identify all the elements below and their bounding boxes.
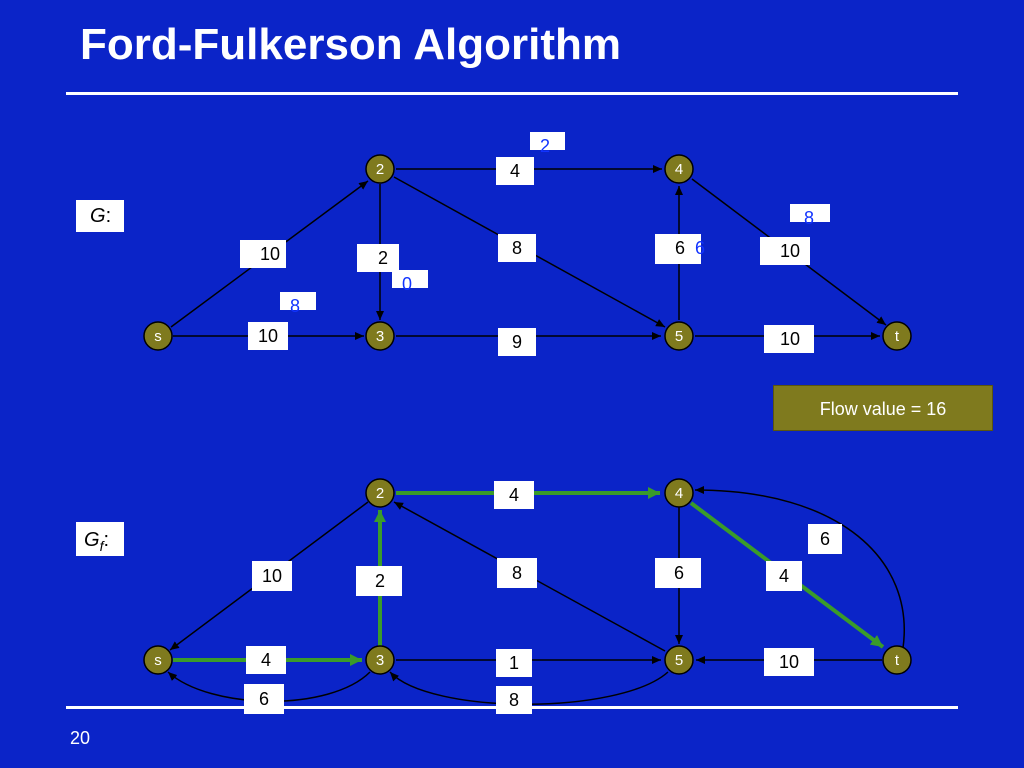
flow-value-box: Flow value = 16 [773,385,993,431]
node-s: s [143,321,173,351]
flow-annotation-4-t: 8 [790,204,830,228]
edge-label-2-5: 8 [498,234,536,262]
node-4: 4 [664,154,694,184]
edge-label-3-5: 9 [498,328,536,356]
node-s: s [143,645,173,675]
svg-text:8: 8 [804,208,814,228]
residual-label-3-5: 1 [496,649,532,677]
residual-label-4-t: 4 [766,561,802,591]
residual-label-4-5: 6 [655,558,701,588]
svg-text:t: t [895,328,900,345]
svg-text:4: 4 [510,161,520,181]
residual-label-3-2: 2 [356,566,402,596]
svg-text:8: 8 [512,238,522,258]
svg-text:s: s [154,652,162,669]
graph-g: G: 10 10 2 4 8 [76,132,912,356]
edge-label-2-3: 2 [357,244,399,272]
graph-gf-label-box [76,522,124,556]
svg-text:10: 10 [780,329,800,349]
flow-annotation-5-4: 6 [695,238,705,258]
svg-text:s: s [154,328,162,345]
graph-g-name: G: [90,205,111,227]
node-4: 4 [664,478,694,508]
node-2: 2 [365,478,395,508]
residual-label-5-3: 8 [496,686,532,714]
svg-text:6: 6 [820,529,830,549]
graph-g-label-box [76,200,124,232]
flow-annotation-s-3: 8 [280,292,316,316]
svg-text:6: 6 [675,238,685,258]
svg-text:5: 5 [675,328,683,345]
residual-label-t-5: 10 [764,648,814,676]
residual-label-3-s: 6 [244,684,284,714]
residual-label-5-2: 8 [497,558,537,588]
graph-gf-name: Gf: [84,529,109,554]
svg-text:10: 10 [262,566,282,586]
svg-text:10: 10 [780,241,800,261]
node-5: 5 [664,645,694,675]
edge-label-2-4: 4 [496,157,534,185]
residual-label-2-4: 4 [494,481,534,509]
residual-label-2-s: 10 [252,561,292,591]
edge-t-4 [694,486,905,649]
svg-text:2: 2 [376,161,384,178]
svg-text:2: 2 [376,485,384,502]
svg-text:2: 2 [540,136,550,156]
node-t: t [882,645,912,675]
title-divider [66,92,958,95]
graph-gf: Gf: 10 4 6 2 [76,478,912,714]
svg-text:8: 8 [290,296,300,316]
svg-text:t: t [895,652,900,669]
node-2: 2 [365,154,395,184]
svg-text:5: 5 [675,652,683,669]
residual-label-t-4: 6 [808,524,842,554]
svg-text:3: 3 [376,652,384,669]
svg-text:4: 4 [675,485,683,502]
svg-text:8: 8 [512,563,522,583]
svg-text:10: 10 [258,326,278,346]
flow-annotation-2-4: 2 [530,132,565,156]
svg-text:2: 2 [375,571,385,591]
svg-text:10: 10 [260,244,280,264]
edge-label-5-t: 10 [764,325,814,353]
node-3: 3 [365,321,395,351]
svg-text:8: 8 [509,690,519,710]
node-3: 3 [365,645,395,675]
svg-text:3: 3 [376,328,384,345]
flow-annotation-2-3: 0 [392,270,428,294]
edge-label-s-2: 10 [240,240,286,268]
svg-text:9: 9 [512,332,522,352]
svg-text:2: 2 [378,248,388,268]
svg-text:6: 6 [674,563,684,583]
slide-title: Ford-Fulkerson Algorithm [80,20,622,69]
svg-text:1: 1 [509,653,519,673]
edge-label-4-t: 10 [760,237,810,265]
svg-text:4: 4 [779,566,789,586]
residual-label-s-3: 4 [246,646,286,674]
edge-label-s-3: 10 [248,322,288,350]
svg-text:4: 4 [509,485,519,505]
svg-text:6: 6 [695,238,705,258]
svg-text:4: 4 [261,650,271,670]
edge-label-5-4: 6 [655,234,701,264]
svg-text:6: 6 [259,689,269,709]
page-number: 20 [70,728,91,748]
svg-text:4: 4 [675,161,683,178]
svg-text:10: 10 [779,652,799,672]
node-t: t [882,321,912,351]
svg-text:0: 0 [402,274,412,294]
node-5: 5 [664,321,694,351]
